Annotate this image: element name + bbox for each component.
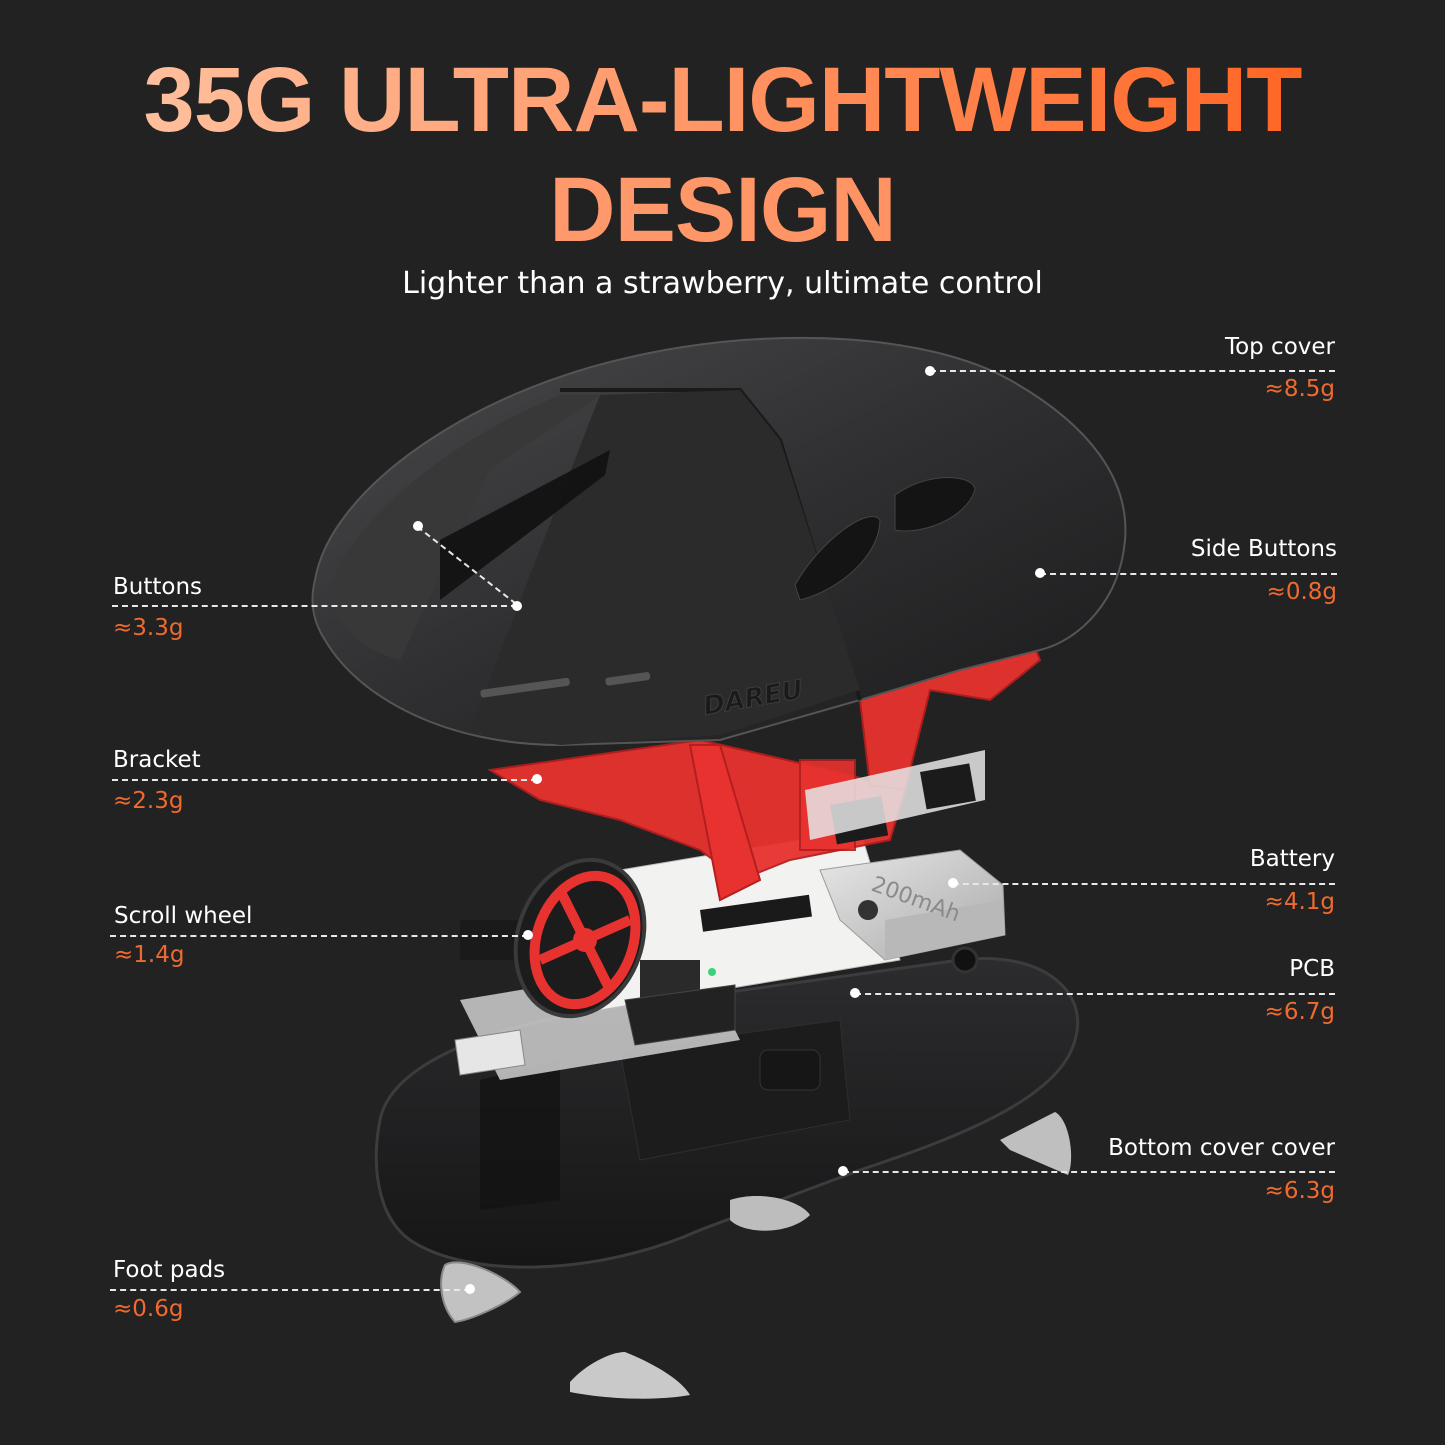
subtitle: Lighter than a strawberry, ultimate cont…: [402, 266, 1043, 301]
component-name: Bracket: [113, 747, 201, 773]
callout-bracket: Bracket ≈2.3g: [113, 749, 201, 813]
battery: 200mAh: [819, 849, 1006, 961]
marker-dot: [838, 1166, 848, 1176]
leader-line-top-cover: [930, 370, 1335, 372]
callout-top-cover: Top cover ≈8.5g: [1225, 336, 1335, 401]
callout-scroll-wheel: Scroll wheel ≈1.4g: [114, 905, 252, 967]
callout-side-buttons: Side Buttons ≈0.8g: [1191, 538, 1337, 604]
marker-dot: [465, 1284, 475, 1294]
marker-dot: [948, 878, 958, 888]
headline-line-2: DESIGN: [0, 164, 1445, 256]
component-name: Battery: [1249, 846, 1335, 872]
marker-dot: [413, 521, 423, 531]
leader-line-bottom-cover: [843, 1171, 1335, 1173]
component-weight: ≈6.7g: [1264, 999, 1335, 1025]
foot-pad: [570, 1352, 690, 1399]
marker-dot: [523, 930, 533, 940]
component-weight: ≈1.4g: [114, 942, 185, 968]
marker-dot: [1035, 568, 1045, 578]
callout-battery: Battery ≈4.1g: [1250, 848, 1335, 914]
leader-line-scroll-wheel: [110, 935, 528, 937]
component-name: Buttons: [113, 574, 203, 600]
marker-dot: [532, 774, 542, 784]
component-name: Scroll wheel: [114, 903, 253, 929]
leader-line-battery: [953, 883, 1335, 885]
callout-foot-pads: Foot pads ≈0.6g: [113, 1259, 225, 1321]
callout-buttons: Buttons ≈3.3g: [113, 576, 202, 640]
foot-pad: [440, 1261, 522, 1324]
component-name: Bottom cover cover: [1108, 1135, 1335, 1161]
leader-line-bracket: [112, 779, 537, 781]
pcb: [454, 829, 901, 1080]
component-weight: ≈0.6g: [113, 1296, 184, 1322]
top-cover: DAREU: [311, 336, 1127, 747]
callout-bottom-cover: Bottom cover cover ≈6.3g: [1108, 1137, 1335, 1203]
marker-dot: [850, 988, 860, 998]
leader-line-side-buttons: [1040, 573, 1337, 575]
component-weight: ≈2.3g: [113, 788, 184, 814]
scroll-wheel: [513, 857, 647, 1019]
component-name: Side Buttons: [1190, 536, 1337, 562]
leader-line-buttons: [112, 605, 517, 607]
foot-pad: [1000, 1112, 1072, 1175]
component-name: Foot pads: [113, 1257, 226, 1283]
component-name: Top cover: [1224, 334, 1335, 360]
marker-dot: [925, 366, 935, 376]
headline-line-1: 35G ULTRA-LIGHTWEIGHT: [0, 54, 1445, 146]
component-weight: ≈3.3g: [113, 615, 184, 641]
leader-line-pcb: [855, 993, 1335, 995]
component-weight: ≈8.5g: [1264, 376, 1335, 402]
component-weight: ≈0.8g: [1266, 579, 1337, 605]
callout-pcb: PCB ≈6.7g: [1265, 958, 1335, 1024]
marker-dot: [512, 601, 522, 611]
leader-line-foot-pads: [110, 1289, 470, 1291]
component-name: PCB: [1289, 956, 1335, 982]
component-weight: ≈6.3g: [1264, 1178, 1335, 1204]
component-weight: ≈4.1g: [1264, 889, 1335, 915]
